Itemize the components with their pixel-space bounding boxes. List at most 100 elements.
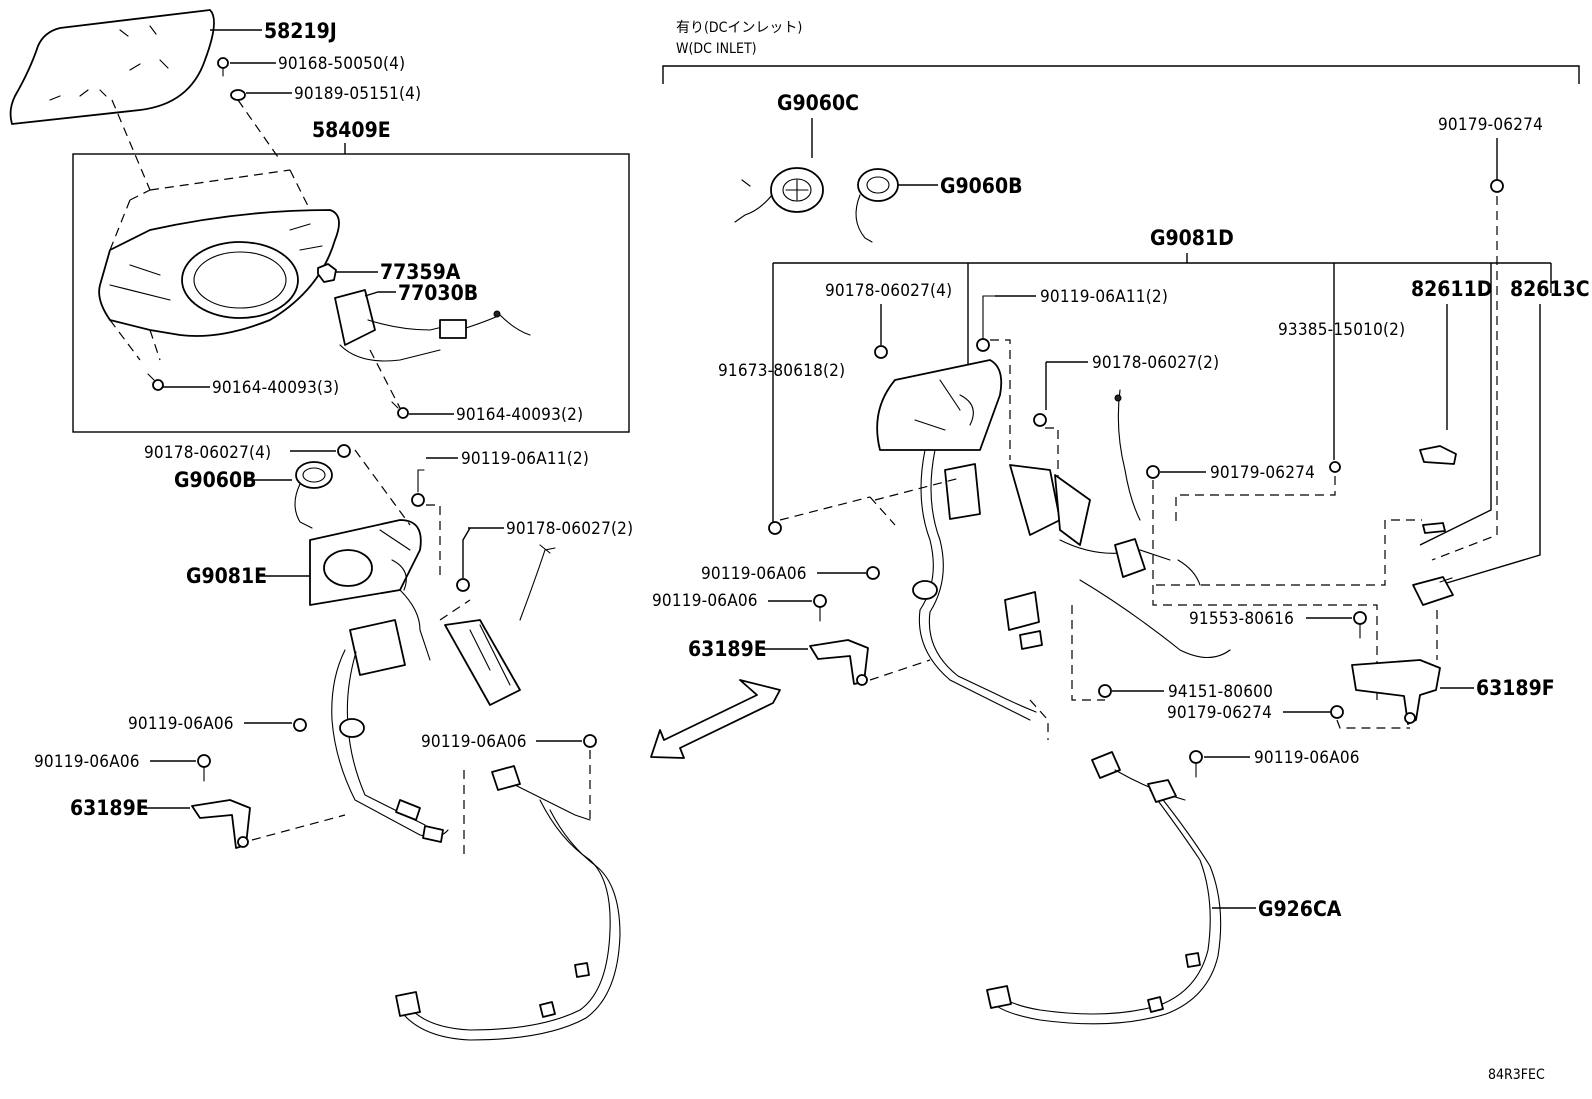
label-63189E-left: 63189E <box>70 796 149 820</box>
label-90119A06-right-a: 90119-06A06 <box>701 564 807 584</box>
label-90119A06-left-b: 90119-06A06 <box>34 752 140 772</box>
fuel-door-lid <box>9 9 215 125</box>
nut-90178-2-right <box>1033 413 1047 427</box>
leader-77030B <box>364 291 396 297</box>
cap-G9060C <box>734 167 824 223</box>
label-G9081D: G9081D <box>1150 226 1234 250</box>
cap-G9060B-left <box>294 461 333 529</box>
label-90119A06-left-c: 90119-06A06 <box>421 732 527 752</box>
dash-90179-low <box>1336 719 1410 729</box>
label-90178-4-left: 90178-06027(4) <box>144 443 271 463</box>
harness-left <box>331 619 449 843</box>
charge-cable-G926CA <box>986 751 1222 1025</box>
sensor-82613C <box>1412 576 1454 606</box>
nut-90178-2-left <box>456 578 470 592</box>
bolt-90119-A06-left-b <box>197 754 211 782</box>
bracket-63189E-left <box>191 799 251 849</box>
nut-94151 <box>1098 684 1112 698</box>
dash-mid-group <box>1152 476 1378 700</box>
header-line-en: W(DC INLET) <box>676 41 757 57</box>
label-G926CA: G926CA <box>1258 897 1342 921</box>
bracket-63189F <box>1351 659 1441 725</box>
reference-code: 84R3FEC <box>1488 1067 1545 1083</box>
nut-90179-low <box>1330 705 1344 719</box>
dash-90164-b <box>369 349 401 409</box>
nut-90179-mid <box>1146 465 1160 479</box>
label-82613C: 82613C <box>1510 277 1590 301</box>
bolt-90119-A06-left-a <box>293 718 307 732</box>
charge-cable-left <box>395 765 621 1041</box>
label-90119A06-left-a: 90119-06A06 <box>128 714 234 734</box>
label-58219J: 58219J <box>264 19 337 43</box>
nut-90178-4-right <box>874 345 888 359</box>
dash-90119A11-left <box>426 504 441 580</box>
bolt-90119A06-right-a <box>866 566 880 580</box>
label-90168: 90168-50050(4) <box>278 54 405 74</box>
fuel-inlet-housing <box>98 169 340 361</box>
label-90119A11-left: 90119-06A11(2) <box>461 449 589 469</box>
inlet-assembly-G9081D <box>779 359 1231 740</box>
clip-82611D <box>1419 445 1457 534</box>
nut-90179-top <box>1490 179 1504 193</box>
label-90119A06-right-c: 90119-06A06 <box>1254 748 1360 768</box>
leader-90178-2-right <box>1045 361 1088 410</box>
assembly-dash-top <box>111 99 281 191</box>
label-93385: 93385-15010(2) <box>1278 320 1405 340</box>
label-58409E: 58409E <box>312 118 391 142</box>
clip-90189 <box>230 89 246 101</box>
bolt-90119-A11-right <box>976 295 996 352</box>
direction-arrow <box>650 679 781 759</box>
label-90119A11-right: 90119-06A11(2) <box>1040 287 1168 307</box>
leader2-90178-2-left <box>462 527 471 578</box>
dash-left-c <box>463 750 591 855</box>
label-63189E-right: 63189E <box>688 637 767 661</box>
screw-90164-a <box>147 373 164 391</box>
screw-90164-b <box>391 401 409 419</box>
label-91673: 91673-80618(2) <box>718 361 845 381</box>
label-90178-2-right: 90178-06027(2) <box>1092 353 1219 373</box>
bolt-91673 <box>768 521 782 535</box>
bolt-90119A06-right-c <box>1189 750 1203 778</box>
bolt-93385 <box>1329 461 1341 473</box>
bolt-90119-A06-left-c <box>583 734 597 748</box>
dash-63189E-left <box>251 814 346 841</box>
bolt-90119A06-right-b <box>813 594 827 622</box>
label-90179-low: 90179-06274 <box>1167 703 1272 723</box>
bracket-G9081D <box>772 253 1552 546</box>
label-G9081E: G9081E <box>186 564 267 588</box>
cap-G9060B-right <box>855 168 899 243</box>
label-63189F: 63189F <box>1476 676 1555 700</box>
label-G9060C: G9060C <box>777 91 859 115</box>
group-bracket <box>662 65 1580 84</box>
label-90179-top: 90179-06274 <box>1438 115 1543 135</box>
label-91553: 91553-80616 <box>1189 609 1294 629</box>
dash-mid-group-2 <box>1156 519 1422 586</box>
dash-90178-2-right <box>1045 427 1059 520</box>
label-77359A: 77359A <box>380 260 461 284</box>
label-90178-2-left: 90178-06027(2) <box>506 519 633 539</box>
label-77030B: 77030B <box>398 281 478 305</box>
label-90119A06-right-b: 90119-06A06 <box>652 591 758 611</box>
inlet-assembly-G9081E <box>309 449 556 706</box>
bumper-77359A <box>317 263 337 283</box>
nut-90178-left <box>337 444 351 458</box>
label-G9060B-right: G9060B <box>940 174 1022 198</box>
dash-90179-top <box>1431 196 1498 561</box>
leader-82613C <box>1439 304 1541 586</box>
label-94151: 94151-80600 <box>1168 682 1273 702</box>
box-58409E <box>72 153 630 433</box>
bolt-91553 <box>1353 611 1367 639</box>
bracket-63189E-right <box>809 639 869 686</box>
header-line-jp: 有り(DCインレット) <box>676 20 802 36</box>
label-G9060B-left: G9060B <box>174 468 256 492</box>
label-82611D: 82611D <box>1411 277 1492 301</box>
label-90179-mid: 90179-06274 <box>1210 463 1315 483</box>
label-90178-4-right: 90178-06027(4) <box>825 281 952 301</box>
dash-90119A11-right <box>990 339 1011 460</box>
screw-90168 <box>217 57 229 77</box>
dash-63189E-right <box>869 659 931 681</box>
bolt-90119-A11-left <box>411 469 425 507</box>
label-90164-a: 90164-40093(3) <box>212 378 339 398</box>
lock-actuator-77030B <box>334 289 531 362</box>
